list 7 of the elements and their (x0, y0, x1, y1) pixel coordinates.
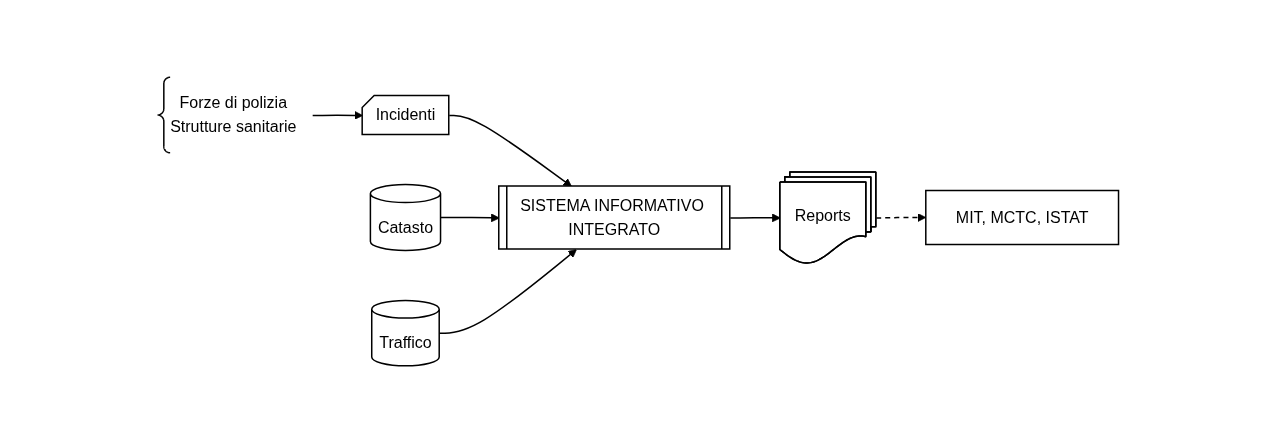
arrow (448, 114, 572, 187)
arrow (438, 249, 577, 334)
arrow (439, 213, 500, 223)
node-text: Forze di polizia Strutture sanitarie (169, 94, 297, 136)
arrow (729, 213, 781, 223)
arrow (875, 213, 926, 222)
node-box: MIT, MCTC, ISTAT (924, 189, 1119, 246)
